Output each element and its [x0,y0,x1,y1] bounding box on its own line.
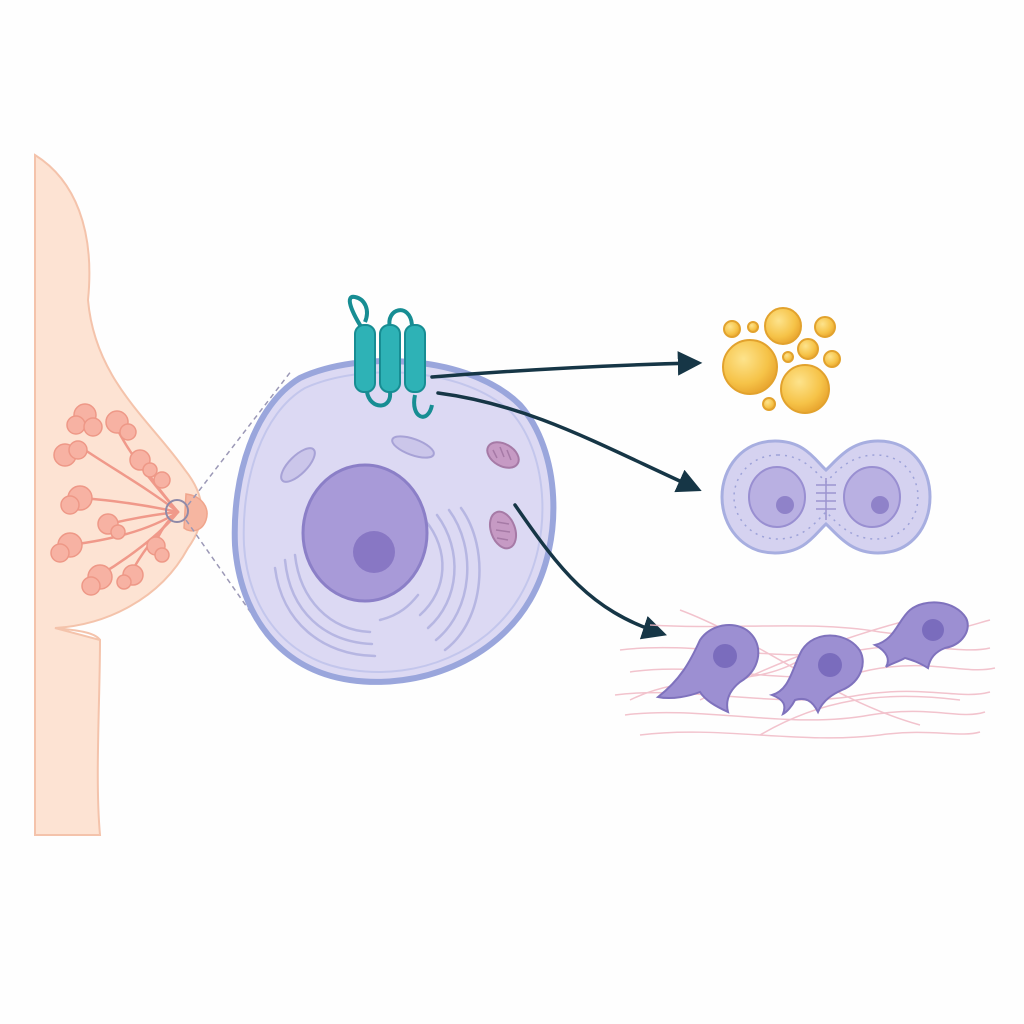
arrow-to-lipid-droplets [430,351,703,379]
migrating-cell-1 [655,623,760,714]
mitochondria [486,441,520,550]
magnification-lines [185,369,293,641]
golgi-apparatus [280,435,435,483]
arrow-to-cell-division [436,391,702,493]
nucleolus [353,531,395,573]
epithelial-cell [231,294,557,685]
endoplasmic-reticulum [273,506,481,658]
membrane-receptor [347,294,434,419]
signaling-arrows [430,351,703,640]
migrating-cell-2 [768,634,864,717]
breast-silhouette [34,153,203,836]
cell-migration [614,601,996,739]
mammary-lobules [50,403,171,596]
magnification-ring [165,499,189,523]
cell-division [720,439,932,555]
torso-contour [54,627,101,641]
cleavage-furrow [816,478,836,520]
cell-membrane-inner [242,371,544,673]
migrating-cell-3 [872,601,969,670]
lipid-droplets [722,307,841,414]
breast-tissue [34,153,293,836]
arrow-to-cell-migration [513,503,667,640]
daughter-nucleus-left [748,466,806,528]
nucleus [301,463,429,603]
daughter-nucleus-right [843,466,901,528]
